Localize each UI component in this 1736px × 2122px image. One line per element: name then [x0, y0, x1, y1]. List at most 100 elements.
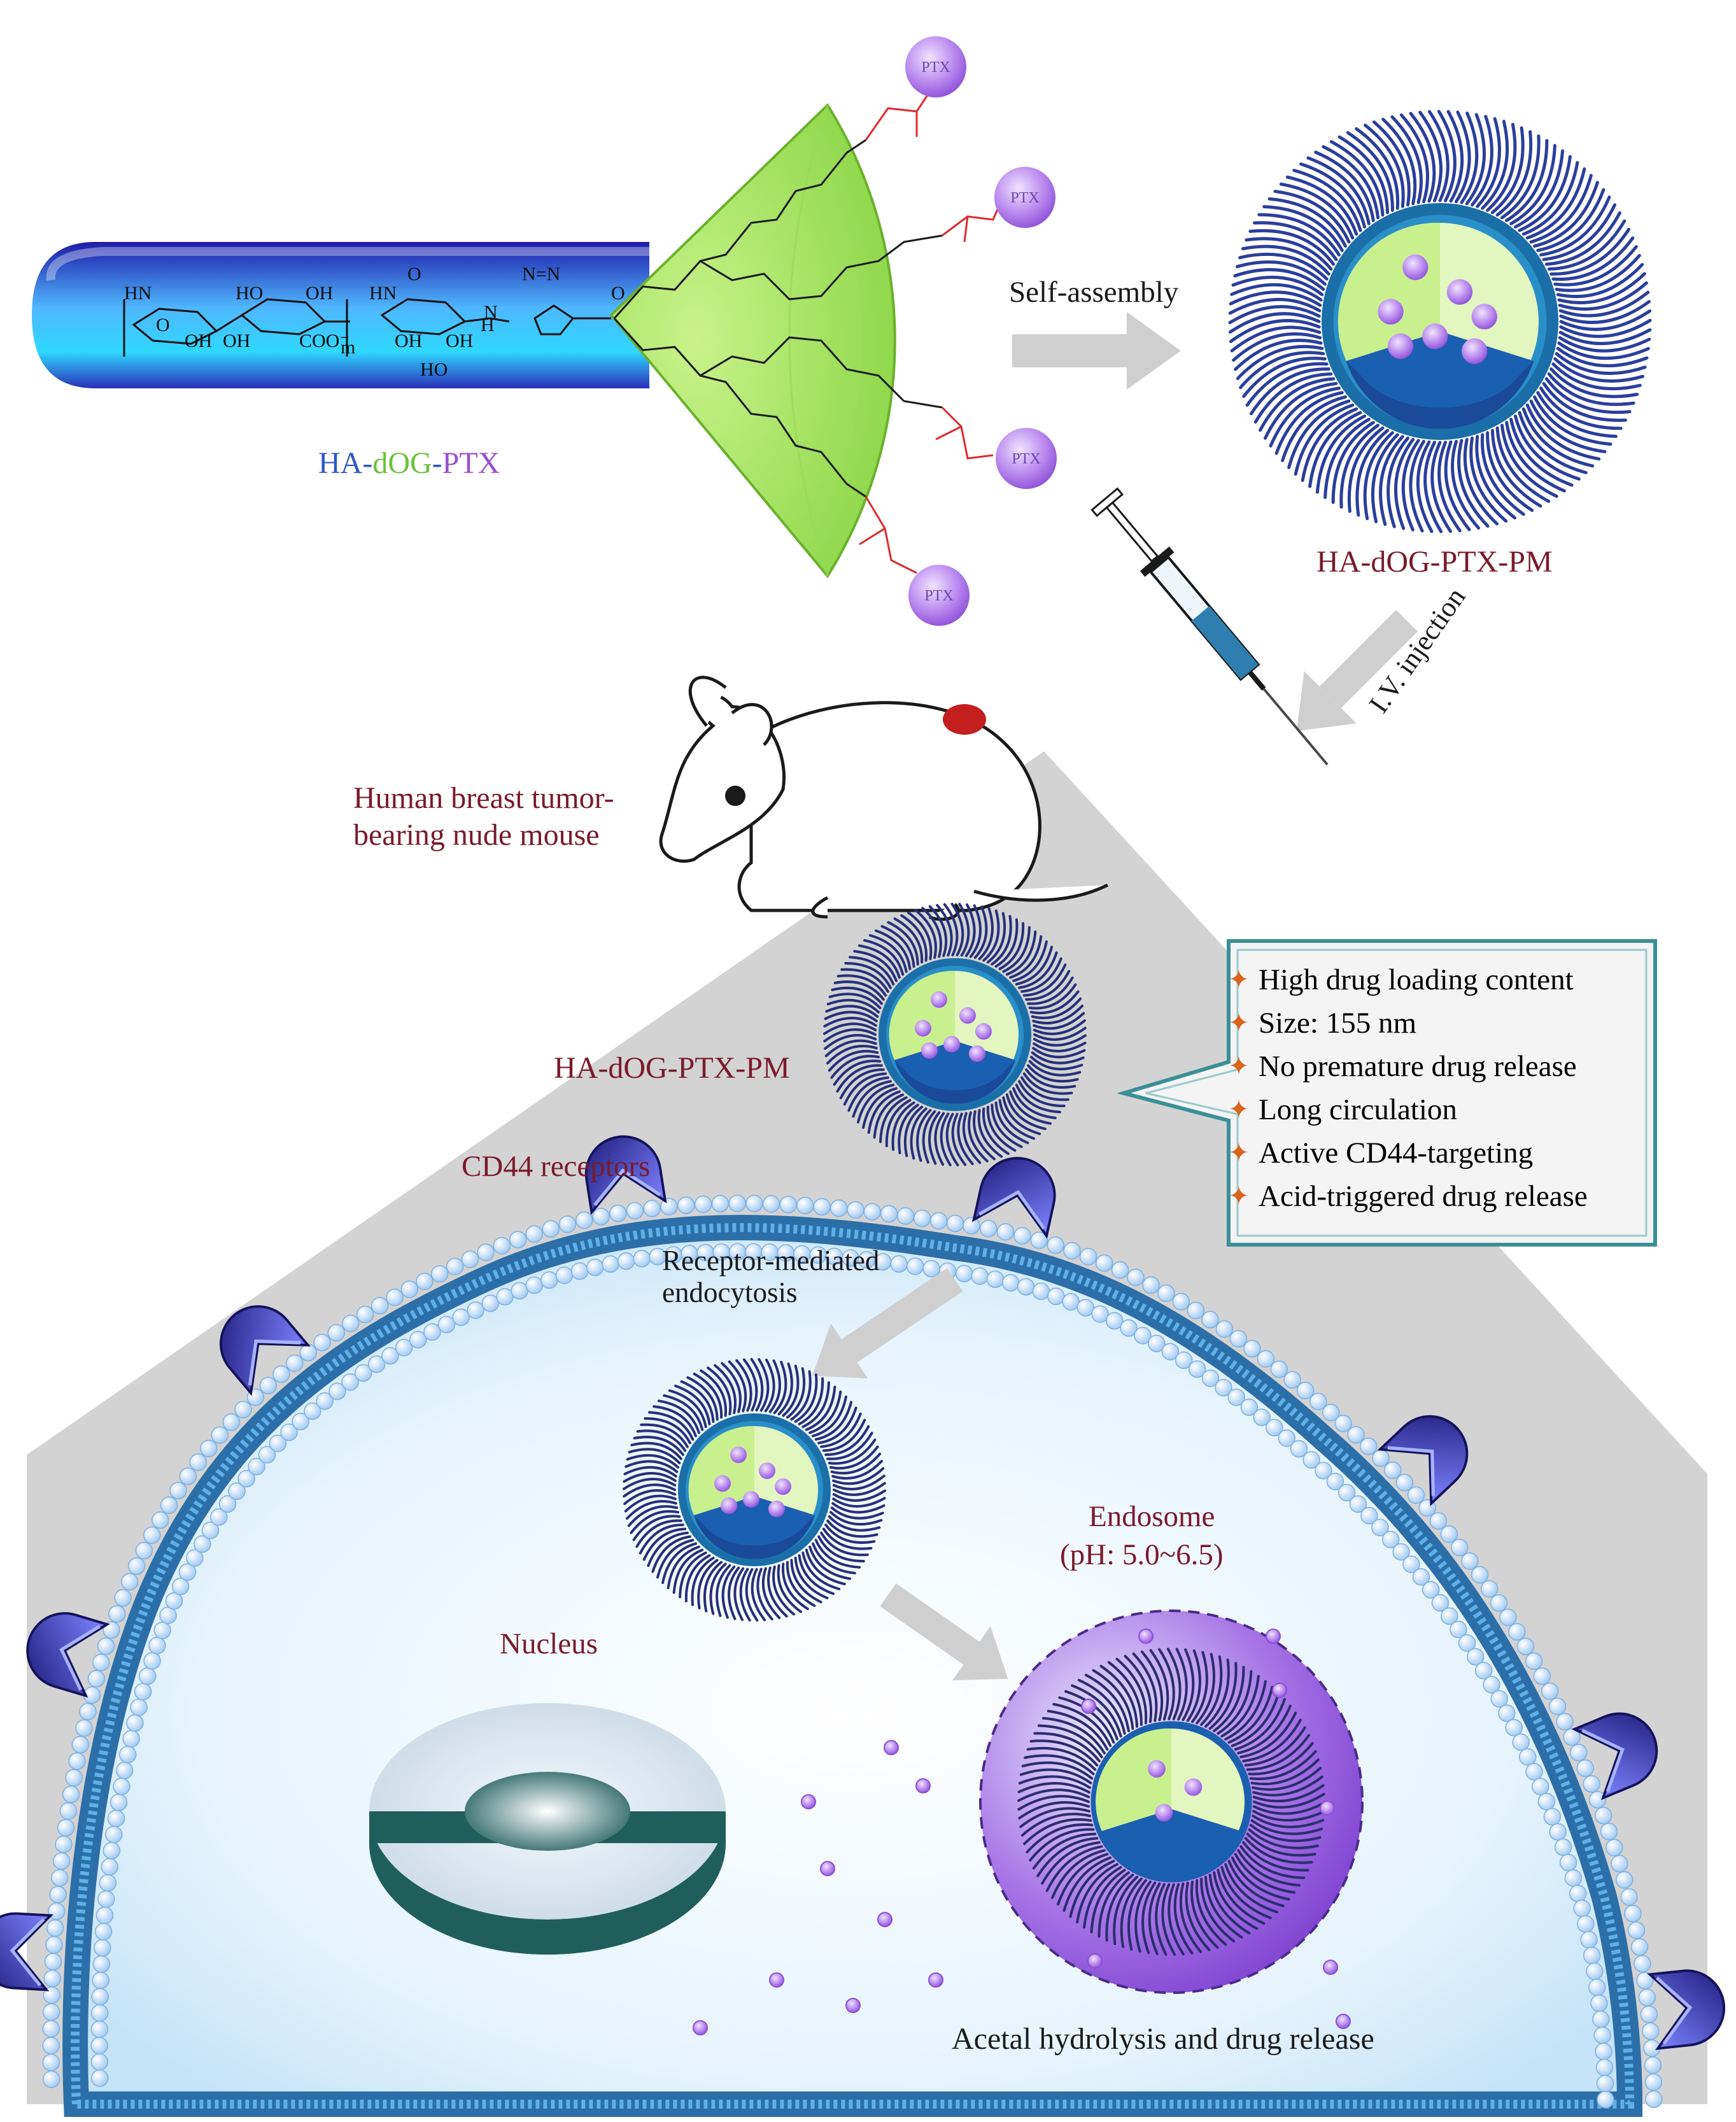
peg-chain: [805, 1548, 846, 1586]
peg-chain: [1057, 1853, 1109, 1906]
lipid-head: [1570, 1744, 1588, 1762]
peg-chain: [1155, 1883, 1168, 1956]
peg-chain: [1231, 1856, 1290, 1901]
lipid-head: [1532, 1778, 1549, 1795]
peg-chain: [1238, 253, 1329, 281]
lipid-head: [49, 1886, 67, 1904]
lipid-head: [1644, 2056, 1662, 2074]
peg-chain: [1308, 411, 1362, 488]
atom-label: HO: [236, 283, 263, 304]
lipid-head: [92, 1653, 110, 1671]
peg-chain: [1036, 1837, 1099, 1878]
peg-chain: [936, 903, 953, 957]
lipid-head: [381, 1347, 399, 1365]
peg-chain: [1031, 1051, 1085, 1065]
peg-chain: [674, 1384, 711, 1425]
peg-chain: [1460, 111, 1479, 204]
lipid-head: [341, 1373, 359, 1391]
ptx-molecule: [1320, 1800, 1335, 1816]
lipid-head: [1381, 1531, 1400, 1548]
peg-chain: [817, 1535, 865, 1563]
lipid-head: [1600, 1823, 1618, 1841]
peg-chain: [1175, 1648, 1188, 1721]
lipid-head: [286, 1354, 304, 1372]
feature-item: ✦No premature drug release: [1219, 1045, 1588, 1088]
peg-chain: [1027, 976, 1074, 1005]
dog-dendron-cone: [609, 103, 896, 579]
peg-chain: [1064, 1690, 1119, 1741]
peg-chain: [1158, 1648, 1175, 1721]
peg-chain: [1495, 426, 1551, 503]
peg-chain: [1252, 1814, 1325, 1828]
peg-chain: [1262, 205, 1344, 252]
peg-chain: [962, 1112, 982, 1164]
lipid-head: [130, 1698, 148, 1716]
lipid-head: [1615, 1871, 1634, 1889]
lipid-head: [97, 1890, 115, 1908]
lipid-head: [558, 1215, 577, 1233]
lipid-head: [1161, 1343, 1180, 1361]
peg-chain: [1141, 1650, 1164, 1722]
peg-chain: [1315, 414, 1367, 494]
lipid-head: [97, 1637, 115, 1655]
lipid-head: [1505, 1718, 1523, 1737]
peg-chain: [825, 1005, 879, 1018]
micelle-internalized: [678, 1413, 831, 1566]
peg-chain: [691, 1557, 715, 1606]
atom-label: N=N: [522, 264, 560, 285]
peg-chain: [940, 1112, 952, 1166]
peg-chain: [1220, 1865, 1272, 1920]
peg-chain: [1018, 1801, 1090, 1820]
lipid-head: [1559, 1853, 1577, 1872]
lipid-head: [1283, 1371, 1301, 1389]
lipid-head: [1642, 2022, 1660, 2041]
peg-chain: [651, 1535, 691, 1573]
ptx-molecule: [915, 1778, 931, 1793]
peg-chain: [1495, 130, 1533, 217]
released-ptx-molecules: [693, 1629, 1351, 2035]
lipid-head: [367, 1355, 386, 1373]
peg-chain: [798, 1377, 824, 1425]
peg-chain: [862, 1087, 898, 1129]
lipid-head: [1541, 1682, 1559, 1701]
peg-chain: [1555, 253, 1641, 292]
peg-chain: [1042, 1716, 1106, 1755]
peg-chain: [826, 1519, 879, 1538]
features-callout: [1116, 939, 1657, 1247]
lipid-head: [525, 1225, 544, 1243]
peg-chain: [777, 1564, 803, 1613]
lipid-head: [1127, 1268, 1145, 1287]
peg-chain: [1558, 336, 1651, 353]
peg-chain: [1228, 297, 1322, 315]
lipid-head: [1467, 1648, 1485, 1666]
lipid-head: [1240, 1398, 1259, 1417]
peg-chain: [706, 1366, 732, 1416]
peg-chain: [1525, 167, 1586, 240]
peg-chain: [1542, 203, 1616, 262]
peg-chain: [1252, 1775, 1323, 1797]
peg-chain: [1556, 346, 1649, 367]
peg-chain: [1250, 1819, 1323, 1836]
lipid-head: [1640, 2005, 1658, 2023]
peg-chain: [1027, 1064, 1079, 1083]
lipid-head: [90, 2004, 109, 2022]
lipid-head: [1630, 1938, 1649, 1956]
lipid-head: [148, 1636, 166, 1655]
peg-chain: [849, 956, 895, 986]
lipid-head: [1001, 1274, 1020, 1292]
peg-chain: [840, 968, 889, 993]
peg-chain: [709, 1562, 727, 1615]
peg-chain: [1242, 1841, 1309, 1872]
peg-chain: [739, 1567, 751, 1622]
peg-chain: [874, 929, 912, 970]
peg-chain: [1476, 117, 1501, 208]
peg-chain: [1465, 113, 1486, 206]
lipid-head: [847, 1201, 864, 1219]
lipid-head: [120, 1573, 139, 1591]
peg-chain: [1558, 290, 1650, 318]
lipid-head: [1499, 1608, 1517, 1627]
peg-chain: [1529, 174, 1593, 244]
atom-label: OH: [223, 330, 250, 351]
peg-chain: [1379, 435, 1404, 527]
peg-chain: [1490, 126, 1525, 215]
